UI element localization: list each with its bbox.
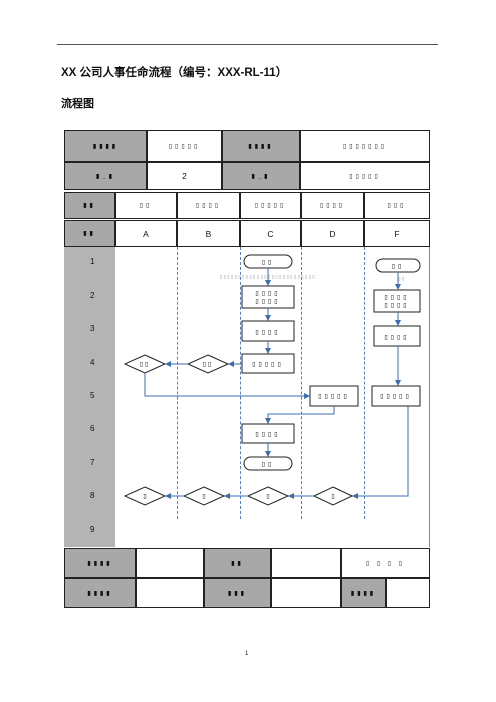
c-start-note: ▯▯▯▯▯▯▯▯▯▯▯▯▯▯▯▯▯▯▯▯▯▯▯▯▯▯ bbox=[220, 274, 316, 279]
row-number-5: 5 bbox=[90, 391, 95, 400]
footer-label-3: ▮▮▮▮ bbox=[64, 578, 136, 608]
f-process-5 bbox=[371, 385, 421, 407]
row-number-6: 6 bbox=[90, 424, 95, 433]
b-decision-8-label: ▯ bbox=[202, 494, 205, 500]
c-decision-8 bbox=[246, 486, 290, 506]
role-a: ▯▯ bbox=[115, 192, 177, 219]
b-decision-4 bbox=[186, 354, 230, 374]
lane-divider-ab bbox=[177, 247, 178, 519]
footer-value-6 bbox=[386, 578, 430, 608]
footer-value-3: ▯ ▯ ▯ ▯ bbox=[341, 548, 430, 578]
c-start-label: ▯▯ bbox=[262, 260, 275, 266]
footer-label-2: ▮▮ bbox=[204, 548, 271, 578]
row-number-9: 9 bbox=[90, 525, 95, 534]
row-number-4: 4 bbox=[90, 358, 95, 367]
lane-divider-df bbox=[364, 247, 365, 519]
f-process-3 bbox=[373, 325, 421, 347]
f-start-note: ▯▯ bbox=[398, 276, 405, 281]
c-process-2-line2: ▯▯▯▯ bbox=[255, 299, 280, 305]
f5-to-d8-connector bbox=[352, 406, 409, 499]
c-end-label: ▯▯ bbox=[262, 462, 275, 468]
row-number-7: 7 bbox=[90, 458, 95, 467]
c-process-3-label: ▯▯▯▯ bbox=[255, 330, 280, 336]
header-value-2: ▯▯▯▯▯▯▯ bbox=[300, 130, 430, 162]
c-process-4-label: ▯▯▯▯▯ bbox=[252, 362, 284, 368]
header-label-3: ▮_▮ bbox=[64, 162, 147, 190]
column-b: B bbox=[177, 220, 240, 247]
role-row-label: ▮▮ bbox=[64, 192, 115, 219]
c-process-2-line1: ▯▯▯▯ bbox=[255, 291, 280, 297]
a-decision-8 bbox=[123, 486, 167, 506]
c-end-terminal bbox=[243, 456, 293, 471]
column-a: A bbox=[115, 220, 177, 247]
footer-value-5 bbox=[271, 578, 341, 608]
header-label-2: ▮▮▮▮ bbox=[222, 130, 300, 162]
role-c: ▯▯▯▯▯ bbox=[240, 192, 301, 219]
section-heading: 流程图 bbox=[61, 98, 94, 110]
flow-area bbox=[115, 247, 430, 547]
lane-divider-cd bbox=[301, 247, 302, 519]
d-decision-8-label: ▯ bbox=[331, 494, 334, 500]
b-decision-4-label: ▯▯ bbox=[203, 362, 214, 368]
f-process-5-label: ▯▯▯▯▯ bbox=[380, 394, 412, 400]
header-value-4: ▯▯▯▯▯ bbox=[300, 162, 430, 190]
row-number-8: 8 bbox=[90, 491, 95, 500]
header-value-1: ▯▯▯▯▯ bbox=[147, 130, 222, 162]
c-process-6-label: ▯▯▯▯ bbox=[255, 432, 280, 438]
a-decision-4-label: ▯▯ bbox=[140, 362, 151, 368]
role-b: ▯▯▯▯ bbox=[177, 192, 240, 219]
footer-label-5: ▮▮▮▮ bbox=[341, 578, 386, 608]
column-row-label: ▮▮ bbox=[64, 220, 115, 247]
a-decision-8-label: ▯ bbox=[143, 494, 146, 500]
footer-value-1 bbox=[136, 548, 204, 578]
lane-divider-bc bbox=[240, 247, 241, 519]
c-decision-8-label: ▯ bbox=[266, 494, 269, 500]
header-value-3: 2 bbox=[147, 162, 222, 190]
row-number-3: 3 bbox=[90, 324, 95, 333]
f-process-3-label: ▯▯▯▯ bbox=[384, 335, 409, 341]
row-number-column bbox=[64, 247, 115, 547]
b-decision-8 bbox=[182, 486, 226, 506]
d-decision-8 bbox=[312, 486, 354, 506]
d-process-5-label: ▯▯▯▯▯ bbox=[318, 394, 350, 400]
column-f: F bbox=[364, 220, 430, 247]
page-number: 1 bbox=[245, 651, 249, 657]
f-process-2-line2: ▯▯▯▯ bbox=[384, 303, 409, 309]
role-f: ▯▯▯ bbox=[364, 192, 430, 219]
row-number-1: 1 bbox=[90, 257, 95, 266]
a4-to-d5-connector bbox=[144, 373, 310, 399]
column-c: C bbox=[240, 220, 301, 247]
header-rule bbox=[57, 44, 438, 45]
role-d: ▯▯▯▯ bbox=[301, 192, 364, 219]
f-process-2 bbox=[373, 289, 421, 313]
f-start-label: ▯▯ bbox=[392, 264, 405, 270]
footer-label-1: ▮▮▮▮ bbox=[64, 548, 136, 578]
d5-to-c6-connector bbox=[265, 406, 335, 424]
header-label-4: ▮_▮ bbox=[222, 162, 300, 190]
footer-value-2 bbox=[271, 548, 341, 578]
row-number-2: 2 bbox=[90, 291, 95, 300]
footer-label-4: ▮▮▮ bbox=[204, 578, 271, 608]
header-label-1: ▮▮▮▮ bbox=[64, 130, 147, 162]
document-title: XX 公司人事任命流程（编号：XXX-RL-11） bbox=[61, 67, 288, 79]
column-d: D bbox=[301, 220, 364, 247]
footer-value-4 bbox=[136, 578, 204, 608]
f-process-2-line1: ▯▯▯▯ bbox=[384, 295, 409, 301]
